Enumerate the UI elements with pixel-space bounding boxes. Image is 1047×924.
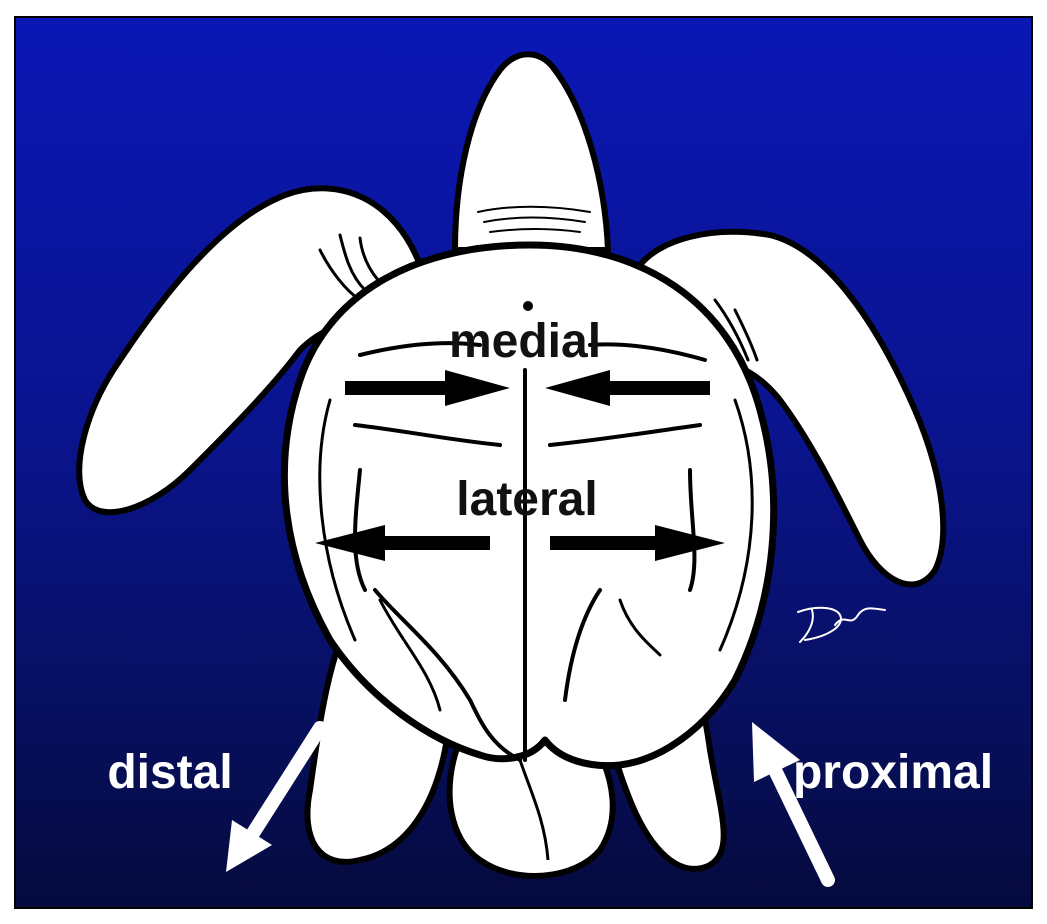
lateral-arrows — [315, 525, 725, 561]
turtle-head — [452, 51, 611, 253]
lateral-label: lateral — [456, 473, 597, 526]
neck-creases — [477, 205, 591, 233]
turtle-shell — [280, 241, 778, 770]
proximal-label: proximal — [793, 746, 993, 799]
distal-arrow — [226, 721, 327, 872]
medial-arrow-right-head — [545, 370, 610, 406]
lateral-arrow-right-head — [655, 525, 725, 561]
turtle-tail — [446, 737, 616, 879]
medial-label: medial — [449, 315, 601, 368]
shell-center-dot — [523, 301, 533, 311]
artist-signature — [797, 606, 886, 643]
proximal-arrow — [752, 722, 835, 887]
hind-leg-contours — [378, 598, 662, 712]
distal-label: distal — [107, 746, 232, 799]
medial-arrows — [345, 370, 710, 406]
tail-line — [518, 759, 550, 861]
shell-marginal-line — [318, 398, 754, 652]
lateral-arrow-left-head — [315, 525, 385, 561]
medial-arrow-left-head — [445, 370, 510, 406]
right-flipper-vein-lines — [713, 298, 759, 362]
